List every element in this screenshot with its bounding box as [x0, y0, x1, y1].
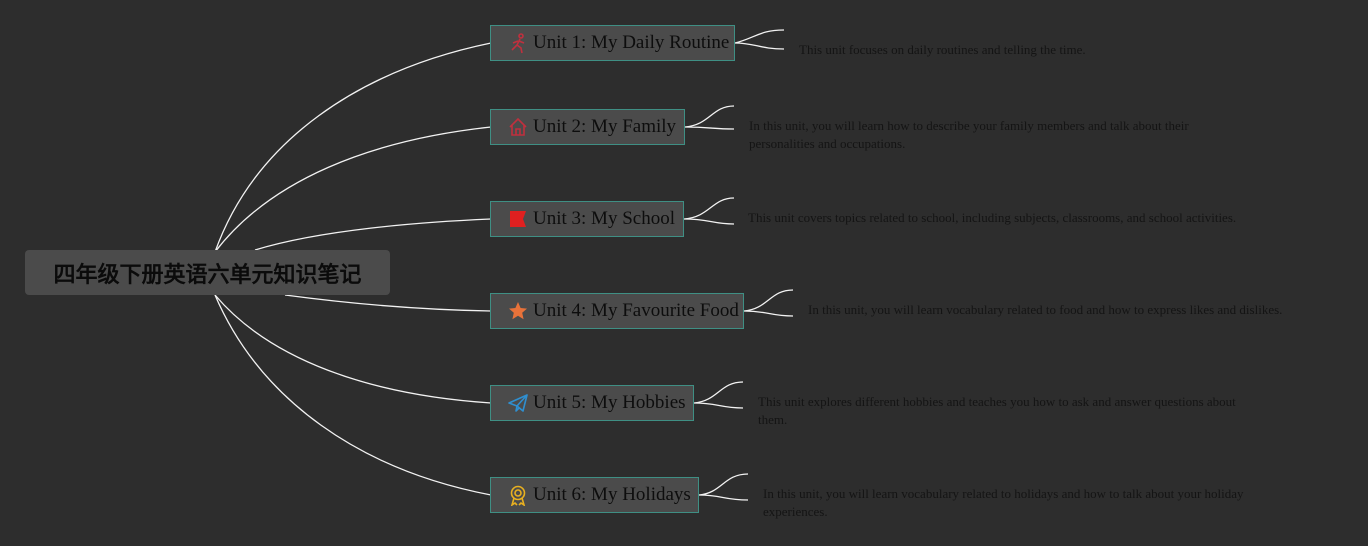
- fork-unit4: [743, 289, 794, 317]
- unit-3-node[interactable]: Unit 3: My School: [490, 201, 684, 237]
- unit-1-label: Unit 1: My Daily Routine: [533, 32, 730, 53]
- unit-6-label: Unit 6: My Holidays: [533, 484, 691, 505]
- unit-2-label: Unit 2: My Family: [533, 116, 677, 137]
- connector-root-unit1: [214, 42, 492, 253]
- unit-4-description: In this unit, you will learn vocabulary …: [808, 302, 1283, 317]
- unit-1-description: This unit focuses on daily routines and …: [799, 42, 1086, 57]
- unit-2-description: In this unit, you will learn how to desc…: [749, 118, 1189, 151]
- root-title: 四年级下册英语六单元知识笔记: [53, 262, 362, 288]
- fork-unit3: [683, 197, 735, 225]
- connector-root-unit5: [214, 294, 492, 404]
- fork-unit1: [734, 29, 785, 50]
- unit-6-description: In this unit, you will learn vocabulary …: [763, 486, 1244, 519]
- flag-icon: [507, 208, 529, 230]
- root-topic[interactable]: 四年级下册英语六单元知识笔记: [25, 250, 390, 295]
- house-icon: [507, 116, 529, 138]
- unit-3-description: This unit covers topics related to schoo…: [748, 210, 1237, 225]
- fork-unit2: [684, 105, 735, 130]
- fork-unit6: [698, 473, 749, 501]
- unit-4-label: Unit 4: My Favourite Food: [533, 300, 739, 321]
- medal-icon: [507, 484, 529, 506]
- connector-root-unit3: [254, 218, 492, 251]
- walking-person-icon: [507, 32, 529, 54]
- connector-root-unit2: [214, 126, 492, 253]
- unit-6-node[interactable]: Unit 6: My Holidays: [490, 477, 699, 513]
- unit-5-label: Unit 5: My Hobbies: [533, 392, 686, 413]
- unit-2-node[interactable]: Unit 2: My Family: [490, 109, 685, 145]
- unit-1-node[interactable]: Unit 1: My Daily Routine: [490, 25, 735, 61]
- unit-3-label: Unit 3: My School: [533, 208, 675, 229]
- connector-root-unit4: [284, 294, 492, 312]
- star-icon: [507, 300, 529, 322]
- fork-unit5: [693, 381, 744, 409]
- paper-plane-icon: [507, 392, 529, 414]
- unit-4-node[interactable]: Unit 4: My Favourite Food: [490, 293, 744, 329]
- unit-5-description: This unit explores different hobbies and…: [758, 394, 1236, 427]
- connector-root-unit6: [214, 294, 492, 496]
- unit-5-node[interactable]: Unit 5: My Hobbies: [490, 385, 694, 421]
